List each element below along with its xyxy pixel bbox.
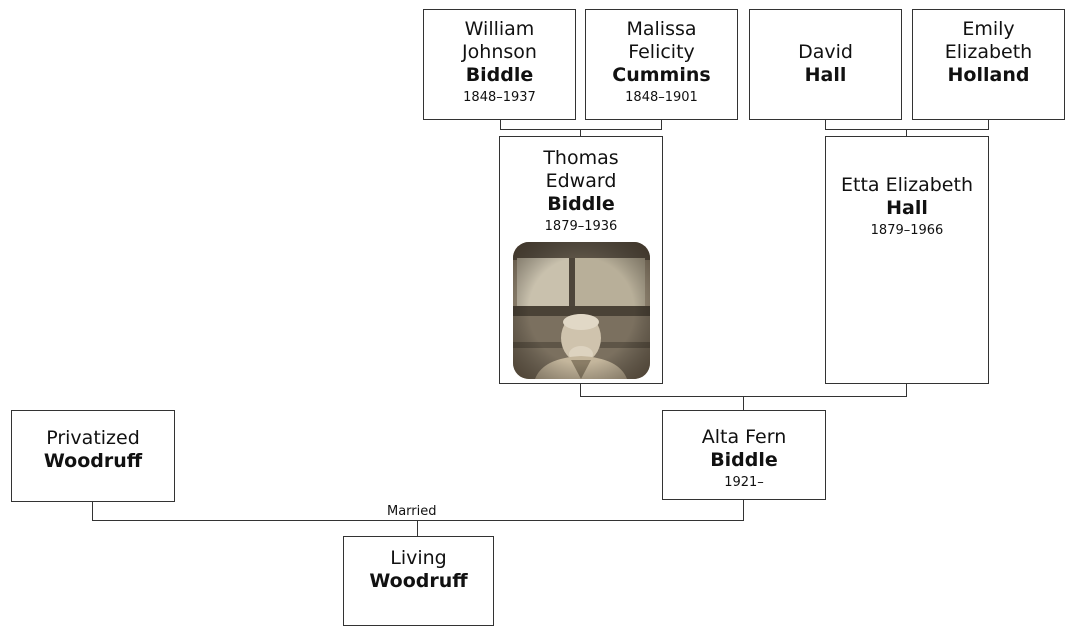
life-dates: 1921– — [724, 475, 764, 490]
connector-line — [906, 384, 907, 397]
connector-line — [500, 120, 501, 130]
marriage-label: Married — [386, 504, 438, 519]
person-card-alta-biddle[interactable]: Alta Fern Biddle 1921– — [662, 410, 826, 500]
given-name: Etta Elizabeth — [840, 174, 973, 196]
surname: Biddle — [547, 193, 615, 215]
person-card-privatized-woodruff[interactable]: Privatized Woodruff — [11, 410, 175, 502]
life-dates: 1879–1936 — [544, 219, 618, 234]
given-name: Thomas — [543, 147, 619, 169]
given-name: Alta Fern — [701, 426, 787, 448]
life-dates: 1879–1966 — [870, 223, 944, 238]
surname: Holland — [947, 64, 1030, 86]
surname: Woodruff — [369, 570, 468, 592]
connector-line — [825, 120, 826, 130]
surname: Hall — [886, 197, 928, 219]
given-name: Elizabeth — [944, 41, 1033, 63]
portrait-photo-image — [513, 242, 650, 379]
given-name: Malissa — [626, 18, 697, 40]
person-card-thomas-biddle[interactable]: Thomas Edward Biddle 1879–1936 — [499, 136, 663, 384]
connector-line — [743, 500, 744, 521]
given-name: Living — [390, 547, 447, 569]
connector-line — [580, 384, 581, 397]
given-name: Emily — [962, 18, 1015, 40]
given-name: William — [464, 18, 535, 40]
given-name: Johnson — [462, 41, 537, 63]
connector-line — [92, 502, 93, 521]
person-card-living-woodruff[interactable]: Living Woodruff — [343, 536, 494, 626]
life-dates: 1848–1937 — [463, 90, 536, 105]
given-name: Edward — [545, 170, 617, 192]
person-card-emily-holland[interactable]: Emily Elizabeth Holland — [912, 9, 1065, 120]
connector-line — [500, 129, 662, 130]
connector-line — [661, 120, 662, 130]
surname: Hall — [804, 64, 847, 86]
given-name: David — [798, 41, 853, 63]
connector-line — [580, 129, 581, 137]
surname: Biddle — [465, 64, 534, 86]
connector-line — [906, 129, 907, 137]
surname: Biddle — [710, 449, 778, 471]
connector-line — [743, 396, 744, 410]
person-card-david-hall[interactable]: David Hall — [749, 9, 902, 120]
given-name: Felicity — [628, 41, 695, 63]
portrait-photo[interactable] — [513, 242, 650, 379]
surname: Cummins — [612, 64, 711, 86]
person-card-malissa-cummins[interactable]: Malissa Felicity Cummins 1848–1901 — [585, 9, 738, 120]
connector-line — [92, 520, 744, 521]
connector-line — [988, 120, 989, 130]
connector-line — [417, 520, 418, 536]
surname: Woodruff — [43, 450, 143, 472]
connector-line — [825, 129, 989, 130]
person-card-william-biddle[interactable]: William Johnson Biddle 1848–1937 — [423, 9, 576, 120]
given-name: Privatized — [46, 427, 140, 449]
life-dates: 1848–1901 — [625, 90, 698, 105]
person-card-etta-hall[interactable]: Etta Elizabeth Hall 1879–1966 — [825, 136, 989, 384]
